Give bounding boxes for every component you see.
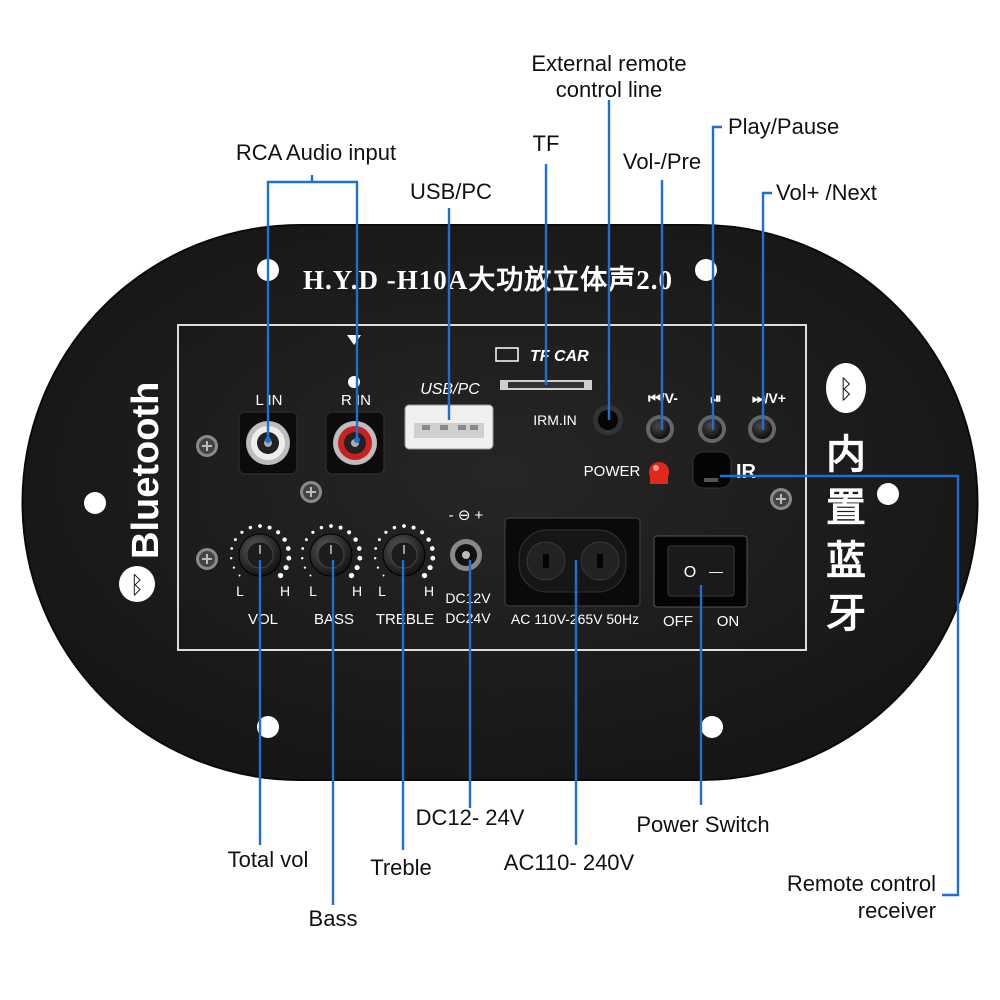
callout-remote-control-2: receiver (858, 898, 936, 923)
switch-o-mark: O (684, 564, 696, 581)
svg-text:Bluetooth: Bluetooth (125, 382, 167, 559)
next-button-label: ⏭/V+ (752, 390, 786, 406)
leader-lines (258, 100, 960, 905)
cn-char: 牙 (826, 592, 866, 636)
svg-text:ᛒ: ᛒ (130, 571, 144, 599)
vol-label: VOL (248, 611, 278, 628)
vol-h-label: H (280, 583, 290, 599)
tf-card-icon (495, 347, 519, 362)
vol-l-label: L (236, 583, 244, 599)
off-label: OFF (663, 613, 693, 630)
callout-bass: Bass (309, 906, 358, 931)
ac-power-socket[interactable] (504, 517, 641, 607)
control-panel-frame (177, 324, 807, 651)
dc-jack[interactable] (450, 539, 482, 571)
callout-tf: TF (533, 131, 560, 156)
callout-power-switch: Power Switch (636, 812, 769, 837)
callout-external-remote-2: control line (556, 77, 662, 102)
usb-port[interactable] (404, 404, 494, 450)
cn-char: 置 (826, 486, 866, 530)
cn-char: 内 (826, 433, 866, 477)
callout-ac: AC110- 240V (504, 850, 635, 875)
callout-usb-pc: USB/PC (410, 179, 492, 204)
treble-l-label: L (378, 583, 386, 599)
leader-endpoints (265, 437, 360, 443)
callout-treble: Treble (370, 855, 432, 880)
callout-vol-pre: Vol-/Pre (623, 149, 701, 174)
power-label: POWER (584, 463, 641, 480)
cn-char: 蓝 (826, 539, 866, 583)
play-button-label: ⏯ (710, 390, 721, 406)
bluetooth-icon (119, 566, 155, 602)
panel-screws (196, 435, 792, 570)
callout-dc: DC12- 24V (416, 805, 525, 830)
vol-knob[interactable] (238, 533, 282, 577)
dc-polarity-symbol: - ⊖ + (449, 507, 484, 524)
ir-receiver (692, 451, 732, 489)
treble-knob[interactable] (382, 533, 426, 577)
callout-vol-next: Vol+ /Next (776, 180, 877, 205)
bluetooth-vertical-label: Bluetooth ᛒ (119, 382, 167, 602)
on-label: ON (717, 613, 740, 630)
ir-label: IR (736, 461, 757, 483)
bass-h-label: H (352, 583, 362, 599)
callout-remote-control-1: Remote control (787, 871, 936, 896)
mounting-holes (84, 259, 899, 738)
builtin-bluetooth-label: ᛒ 内 置 蓝 牙 (826, 363, 866, 636)
irm-in-label: IRM.IN (533, 412, 577, 428)
knob-dot-rings (229, 524, 436, 579)
callout-total-vol: Total vol (228, 847, 309, 872)
tf-car-label: TF CAR (530, 348, 589, 365)
bluetooth-icon (826, 363, 866, 413)
callout-external-remote-1: External remote (531, 51, 686, 76)
rca-right-input[interactable] (325, 411, 385, 475)
svg-text:ᛒ: ᛒ (838, 375, 854, 405)
model-title: H.Y.D -H10A大功放立体声2.0 (303, 264, 673, 295)
callout-rca-audio-input: RCA Audio input (236, 140, 396, 165)
power-led (649, 462, 669, 484)
power-rocker-switch[interactable] (653, 535, 748, 608)
callout-play-pause: Play/Pause (728, 114, 839, 139)
treble-label: TREBLE (376, 611, 434, 628)
usb-pc-label: USB/PC (420, 381, 480, 398)
bass-l-label: L (309, 583, 317, 599)
treble-h-label: H (424, 583, 434, 599)
dc12v-label: DC12V (445, 590, 491, 606)
bass-knob[interactable] (309, 533, 353, 577)
vol-prev-button[interactable] (646, 415, 674, 443)
dc24v-label: DC24V (445, 610, 491, 626)
switch-dash-mark: — (709, 563, 723, 579)
